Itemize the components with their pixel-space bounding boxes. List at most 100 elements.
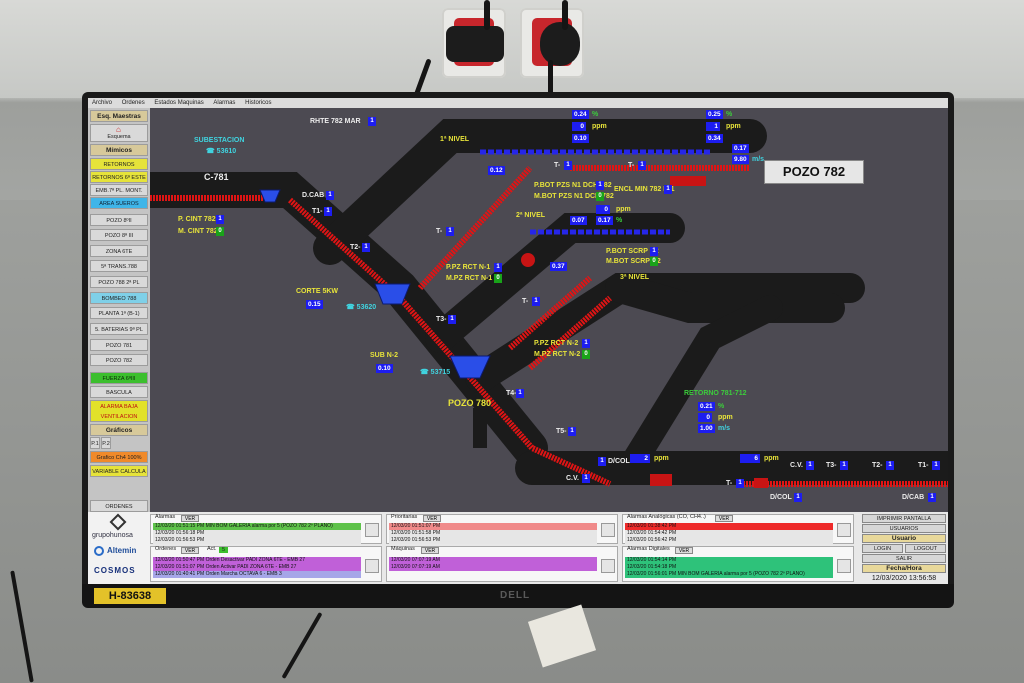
alarm-row[interactable]: 12/03/20 01:51:15 PM MIN BOM GALERIA ala… (153, 523, 361, 530)
sidebar-item-area-sueros[interactable]: AREA SUEROS (90, 197, 148, 209)
digital-row[interactable]: 12/03/20 01:56:01 PM MIN BOM GALERIA ala… (625, 571, 833, 578)
login-button[interactable]: LOGIN (862, 544, 903, 553)
analogicas-title: Alarmas Analógicas (CO, CH4..) (627, 514, 706, 520)
n2-pct-unit: % (616, 217, 623, 224)
digital-row[interactable]: 12/03/20 01:54:14 PM (625, 557, 833, 564)
graph-p2-button[interactable]: P.2 (101, 437, 111, 449)
logout-button[interactable]: LOGOUT (905, 544, 946, 553)
ordenes-ver-button[interactable]: VER (181, 547, 199, 554)
grafico-ch4-button[interactable]: Grafico Ch4 100% (90, 451, 148, 463)
menu-historicos[interactable]: Historicos (245, 100, 272, 106)
sidebar-item-retornos[interactable]: RETORNOS (90, 158, 148, 170)
analogica-row[interactable]: 12/03/20 01:56:42 PM (625, 537, 833, 544)
dcab-label: D.CAB (302, 192, 325, 199)
sidebar-item-baterias-9-pl[interactable]: 5. BATERIAS 9ª PL (90, 323, 148, 335)
bottom-dcol-label: D/COL (770, 494, 792, 501)
prioritaria-row[interactable]: 12/03/20 01:56:53 PM (389, 537, 597, 544)
cv-status: 1 (582, 474, 590, 483)
analogica-row[interactable]: 12/03/20 01:54:42 PM (625, 530, 833, 537)
maquinas-title: Máquinas (391, 546, 415, 552)
alarm-row[interactable]: 12/03/20 01:56:53 PM (153, 537, 361, 544)
n2-t-status: 1 (532, 297, 540, 306)
imprimir-pantalla-button[interactable]: IMPRIMIR PANTALLA (862, 514, 946, 523)
esquema-button[interactable]: ⌂ Esquema (90, 124, 148, 142)
sidebar-item-pozo-781[interactable]: POZO 781 (90, 339, 148, 351)
orden-row[interactable]: 12/03/20 01:50:47 PM Orden Desactivar PA… (153, 557, 361, 564)
analogicas-ack-button[interactable] (837, 523, 851, 537)
pbot2-status: 1 (650, 247, 658, 256)
sidebar-item-bombeo-788[interactable]: BOMBEO 788 (90, 292, 148, 304)
menu-archivo[interactable]: Archivo (92, 100, 113, 106)
usuario-label: Usuario (862, 534, 946, 543)
sidebar-item-pozo-788-2-pl[interactable]: POZO 788 2ª PL (90, 276, 148, 288)
hunosa-logo: grupohunosa (92, 532, 133, 539)
t1-label: T1- (312, 208, 323, 215)
n2-pct-value: 0.17 (596, 216, 613, 225)
sidebar-item-pozo-8-iii[interactable]: POZO 8ª III (90, 229, 148, 241)
mcint-status: 0 (216, 227, 224, 236)
prioritaria-row[interactable]: 12/03/20 01:51:58 PM (389, 530, 597, 537)
alarmas-ver-button[interactable]: VER (181, 515, 199, 522)
n1-t-status-1: 1 (564, 161, 572, 170)
retorno-pct-value: 0.21 (698, 402, 715, 411)
salir-button[interactable]: SALIR (862, 554, 946, 563)
t5-label: T5- (556, 428, 567, 435)
digitales-panel: Alarmas Digitales VER 12/03/20 01:54:14 … (622, 546, 854, 582)
alarmas-ack-button[interactable] (365, 523, 379, 537)
sidebar-item-pozo-8-ii[interactable]: POZO 8ºII (90, 214, 148, 226)
n1-right-value-4: 0.17 (732, 144, 749, 153)
maquinas-ver-button[interactable]: VER (421, 547, 439, 554)
digitales-ver-button[interactable]: VER (675, 547, 693, 554)
digitales-ack-button[interactable] (837, 559, 851, 573)
bottom-t2-status: 1 (886, 461, 894, 470)
prioritarias-ack-button[interactable] (601, 523, 615, 537)
usuarios-button[interactable]: USUARIOS (862, 524, 946, 533)
sidebar-item-fuerza-6-iii[interactable]: FUERZA 6ªIII (90, 372, 148, 384)
graph-p1-button[interactable]: P.1 (90, 437, 100, 449)
alarm-ventilation-button[interactable]: ALARMA BAJA VENTILACION (90, 400, 148, 422)
analogica-row[interactable]: 12/03/20 01:38:42 PM (625, 523, 833, 530)
ordenes-ack-button[interactable] (365, 559, 379, 573)
alarmas-panel: Alarmas VER 12/03/20 01:51:15 PM MIN BOM… (150, 514, 382, 544)
bottom-t3-status: 1 (840, 461, 848, 470)
bottom-cv-status: 1 (806, 461, 814, 470)
variable-calcula-button[interactable]: VARIABLE CALCULA (90, 465, 148, 477)
maquina-row[interactable]: 12/03/20 07:07:19 AM (389, 557, 597, 564)
ordenes-button[interactable]: ORDENES (90, 500, 148, 512)
n2-value-2: 0.37 (550, 262, 567, 271)
prioritarias-ver-button[interactable]: VER (423, 515, 441, 522)
sidebar-item-planta-1-b1[interactable]: PLANTA 1ª (B-1) (90, 307, 148, 319)
sidebar-item-5-trans-788[interactable]: 5ª TRANS.788 (90, 260, 148, 272)
menu-alarmas[interactable]: Alarmas (213, 100, 236, 106)
orden-row[interactable]: 12/03/20 01:51:07 PM Orden Activar PADI … (153, 564, 361, 571)
menu-estados-maquinas[interactable]: Estados Maquinas (154, 100, 204, 106)
home-icon: ⌂ (116, 125, 121, 134)
maquinas-ack-button[interactable] (601, 559, 615, 573)
sidebar-item-emb-7-pl-mont[interactable]: EMB.7ª PL. MONT. (90, 184, 148, 196)
alarm-row[interactable]: 12/03/20 01:56:18 PM (153, 530, 361, 537)
scada-screen: Archivo Ordenes Estados Maquinas Alarmas… (88, 98, 948, 584)
pcint-label: P. CINT 782 (178, 216, 216, 223)
ppz2-label: P.PZ RCT N-2 (534, 340, 579, 347)
datetime-value: 12/03/2020 13:56:58 (871, 575, 937, 582)
maquina-row[interactable]: 12/03/20 07:07:19 AM (389, 564, 597, 571)
subestacion-label: SUBESTACION (194, 137, 245, 144)
sidebar-item-pozo-782[interactable]: POZO 782 (90, 354, 148, 366)
sidebar-item-bascula[interactable]: BASCULA (90, 386, 148, 398)
dell-logo: DELL (500, 590, 531, 601)
n1-t-status-3: 1 (446, 227, 454, 236)
mine-diagram (150, 119, 948, 488)
prioritaria-row[interactable]: 12/03/20 01:51:07 PM (389, 523, 597, 530)
t4-status: 1 (516, 389, 524, 398)
corte-id: ☎ 53620 (346, 304, 377, 311)
orden-row[interactable]: 12/03/20 01:40:41 PM Orden Marcha OCTAVA… (153, 571, 361, 578)
menu-ordenes[interactable]: Ordenes (121, 100, 145, 106)
analogicas-ver-button[interactable]: VER (715, 515, 733, 522)
sidebar-item-retornos-6-este[interactable]: RETORNOS 6ª ESTE (90, 171, 148, 183)
esq-maestras-header: Esq. Maestras (90, 110, 148, 122)
n1-t-label-1: T- (554, 162, 561, 169)
digital-row[interactable]: 12/03/20 01:54:18 PM (625, 564, 833, 571)
ppz1-label: P.PZ RCT N-1 (446, 264, 491, 271)
n2-ppm-unit: ppm (616, 206, 631, 213)
sidebar-item-zona-6te[interactable]: ZONA 6TE (90, 245, 148, 257)
